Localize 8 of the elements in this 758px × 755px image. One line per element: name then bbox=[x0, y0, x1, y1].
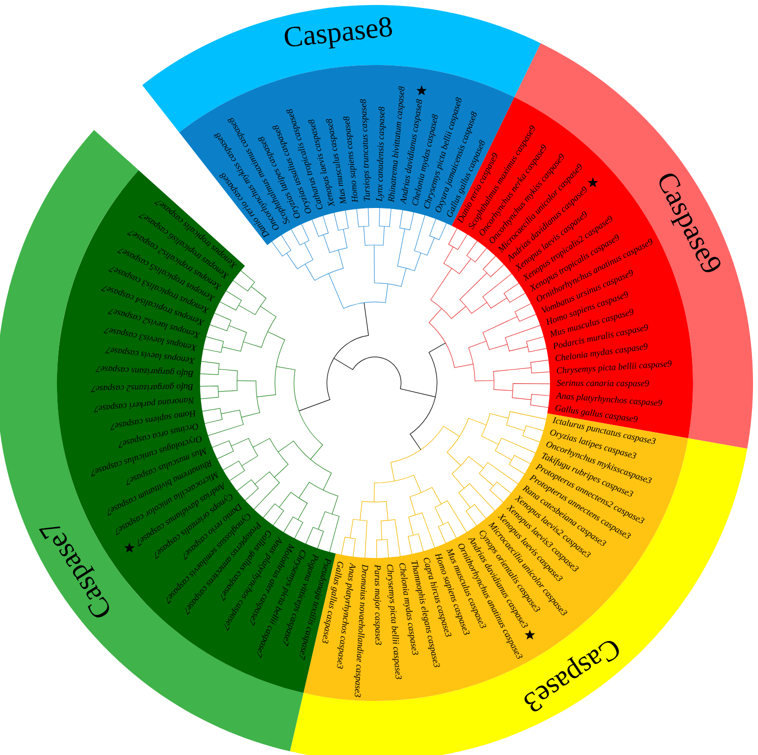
species-label: Lynx canadensis caspase8 bbox=[376, 106, 386, 202]
node-label: Caspase8 bbox=[284, 17, 392, 49]
species-label: Bufo gargarizans2 caspase7 bbox=[90, 382, 194, 392]
species-label: Parus major caspase3 bbox=[373, 564, 382, 645]
species-label: Serinus canaria caspase9 bbox=[556, 380, 650, 388]
species-label: Chrysemys picta bellii caspase9 bbox=[556, 360, 672, 375]
species-label: Tursiops truncatus caspase8 bbox=[360, 99, 371, 201]
species-label: Bufo gargarizans caspase7 bbox=[96, 365, 194, 378]
